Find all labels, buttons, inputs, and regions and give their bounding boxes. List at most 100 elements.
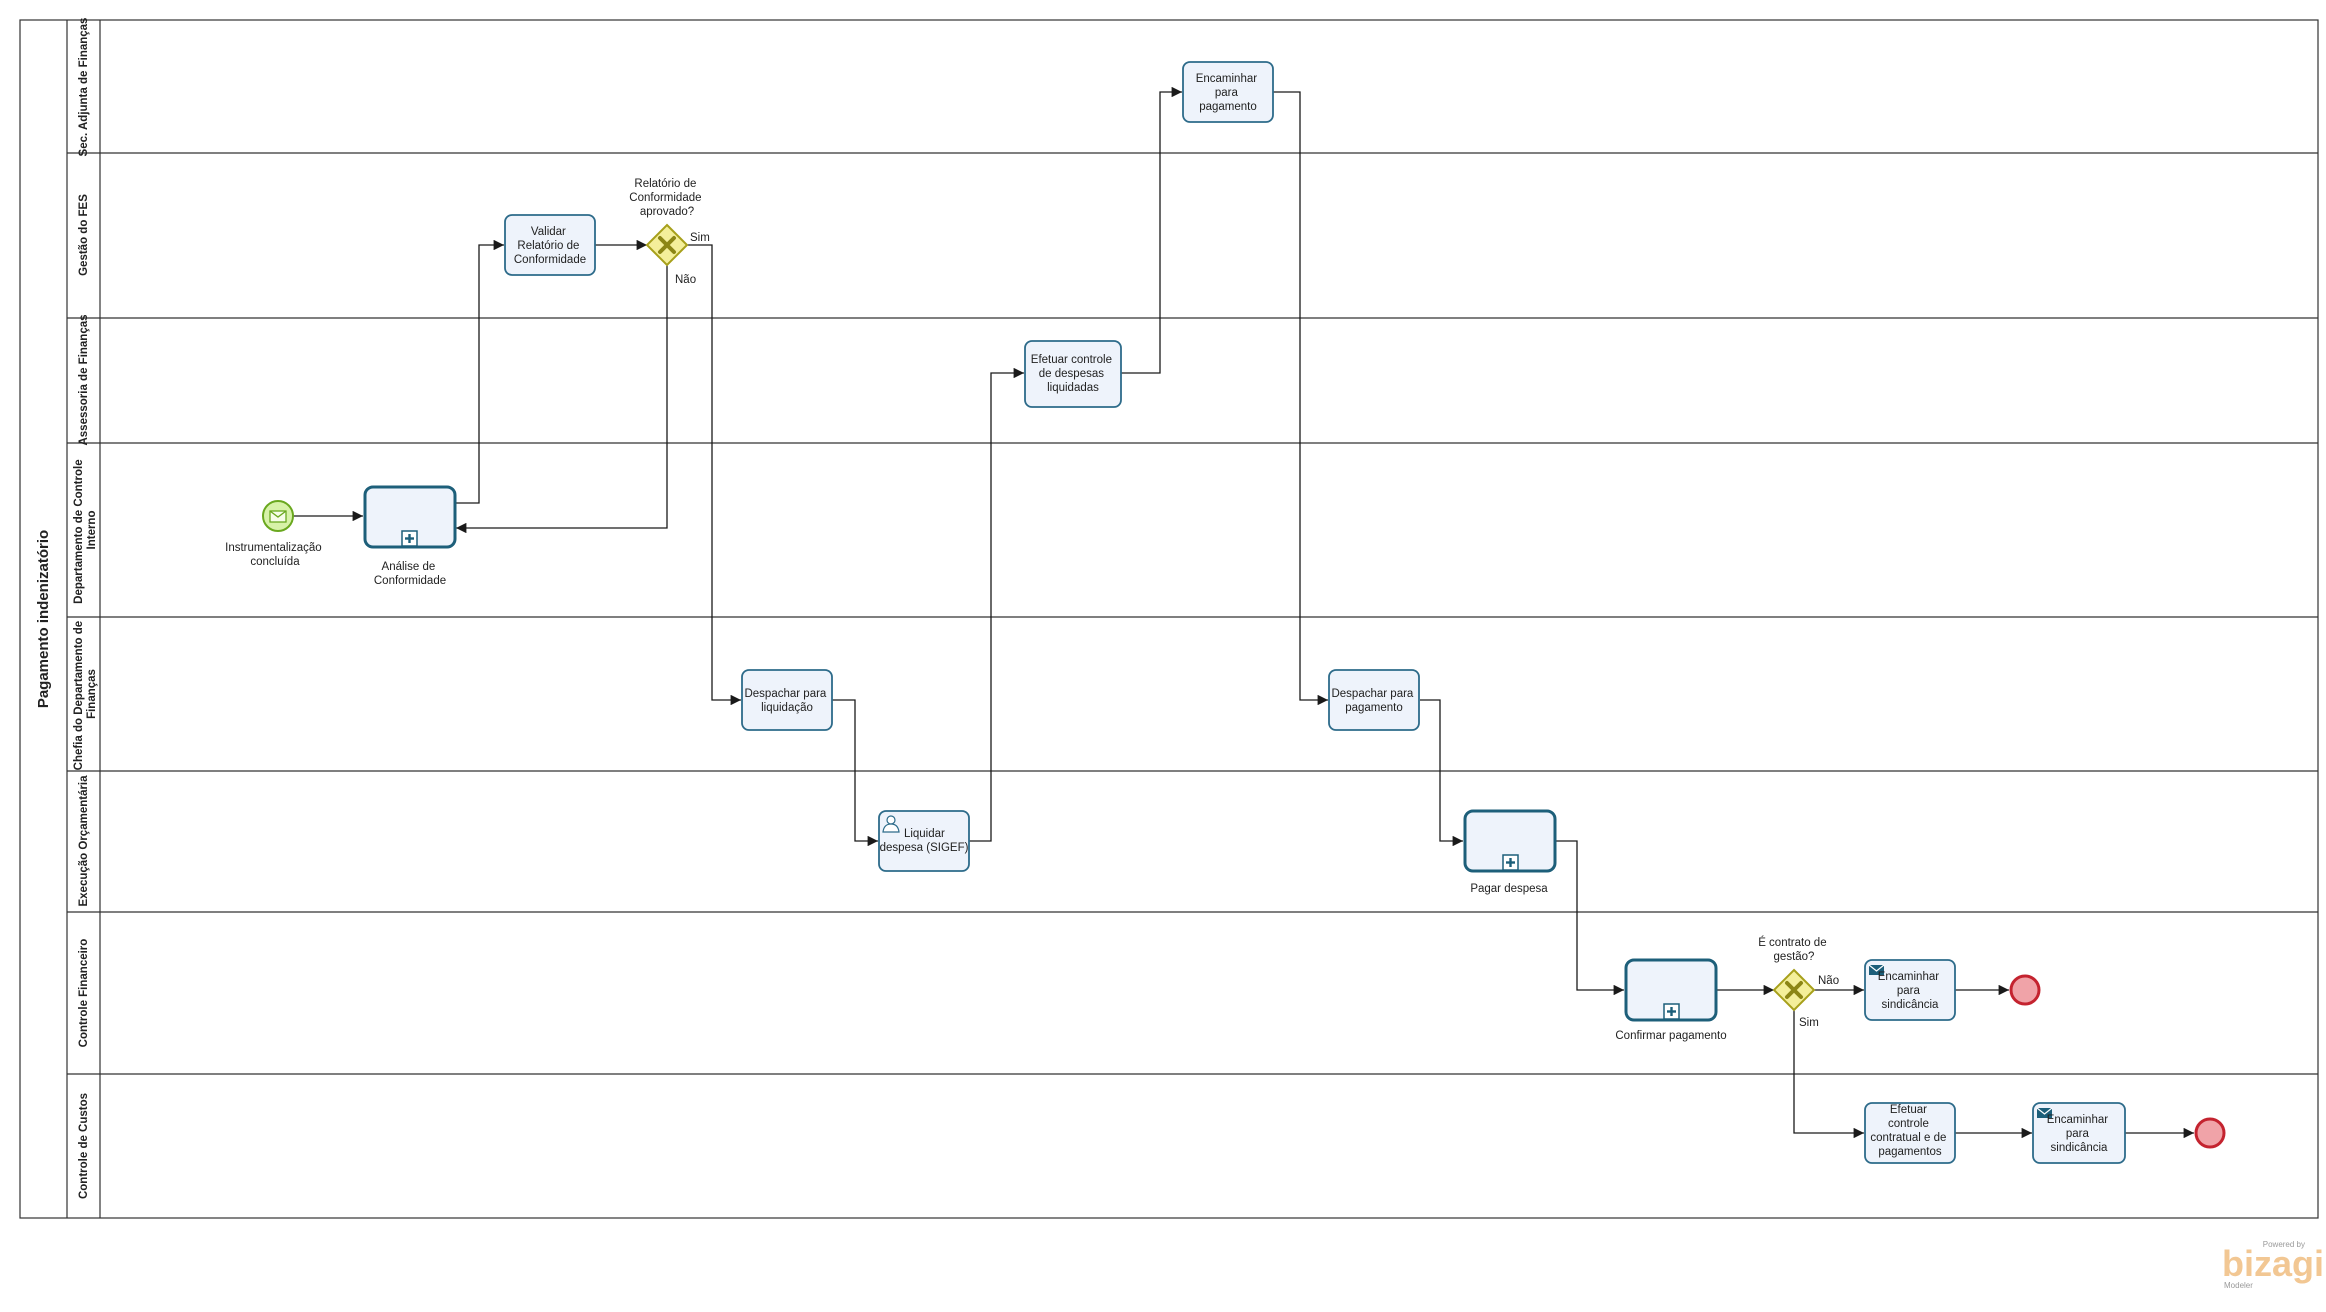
despachar-liq-label: Despachar para liquidação [744, 688, 829, 714]
task-despachar-liquidacao[interactable]: Despachar para liquidação [741, 669, 833, 731]
efetuar-contratual-label-l2: controle [1888, 1118, 1929, 1130]
despachar-liq-label-l1: Despachar para [744, 688, 826, 700]
subprocess-confirmar-pagamento[interactable] [1624, 958, 1718, 1022]
encaminhar-sind1-label: Encaminhar para sindicância [1878, 971, 1943, 1011]
task-efetuar-controle-contratual[interactable]: Efetuar controle contratual e de pagamen… [1864, 1102, 1956, 1164]
encaminhar-pag-label: Encaminhar para pagamento [1196, 73, 1261, 113]
lane-title-controle-financeiro: Controle Financeiro [78, 939, 90, 1048]
expand-icon [1502, 854, 1519, 871]
start-event[interactable] [262, 500, 294, 532]
flow-encaminhar-desp-pag [1273, 91, 1328, 706]
efetuar-contratual-label: Efetuar controle contratual e de pagamen… [1870, 1104, 1949, 1158]
despachar-pag-label-l2: pagamento [1345, 702, 1403, 714]
efetuar-contratual-label-l3: contratual e de [1870, 1132, 1946, 1144]
liquidar-label-l1: Liquidar [904, 828, 945, 840]
lane-title-gestao-fes: Gestão do FES [78, 194, 90, 276]
lane-title-chefia: Chefia do Departamento de Finanças [73, 618, 98, 771]
flow-efetuar-encaminhar [1120, 86, 1182, 374]
gateway-relatorio-aprovado[interactable] [645, 223, 689, 267]
end-event-2[interactable] [2194, 1117, 2226, 1149]
gateway-1-question: Relatório de Conformidade aprovado? [629, 178, 704, 218]
send-message-icon [2036, 1107, 2053, 1118]
task-efetuar-controle-despesas[interactable]: Efetuar controle de despesas liquidadas [1024, 340, 1122, 408]
gateway-1-question-l1: Relatório de [634, 178, 696, 190]
lane-title-controle-interno-l2: Interno [86, 511, 98, 550]
lane-title-assessoria: Assessoria de Finanças [78, 314, 90, 445]
encaminhar-sind2-label-l1: Encaminhar [2047, 1114, 2109, 1126]
efetuar-controle-label-l1: Efetuar controle [1031, 354, 1112, 366]
bizagi-logo: Powered by bizagi Modeler [2222, 1240, 2324, 1290]
exclusive-x-icon [1785, 981, 1803, 999]
gateway-2-question-l2: gestão? [1774, 951, 1815, 963]
subprocess-analise-conformidade[interactable] [363, 485, 457, 549]
encaminhar-sind2-label: Encaminhar para sindicância [2047, 1114, 2112, 1154]
encaminhar-sind1-label-l1: Encaminhar [1878, 971, 1940, 983]
lane-title-execucao: Execução Orçamentária [78, 775, 90, 907]
pagar-label: Pagar despesa [1470, 883, 1548, 895]
flow-pagar-confirmar [1555, 840, 1624, 996]
encaminhar-pag-label-l1: Encaminhar [1196, 73, 1258, 85]
lane-title-controle-interno: Departamento de Controle Interno [73, 456, 98, 604]
brand-name: bizagi [2222, 1243, 2324, 1284]
gateway-2-yes-label: Sim [1799, 1017, 1819, 1029]
gateway-1-question-l2: Conformidade [629, 192, 701, 204]
start-event-label-l1: Instrumentalização [225, 542, 322, 554]
task-validar-relatorio[interactable]: Validar Relatório de Conformidade [504, 214, 596, 276]
pool-title: Pagamento indenizatório [35, 530, 52, 708]
start-event-label: Instrumentalização concluída [225, 542, 325, 568]
lane-title-controle-custos: Controle de Custos [78, 1093, 90, 1199]
send-message-icon [1868, 964, 1885, 975]
sequence-flows [293, 86, 2194, 1139]
validar-label-l2: Relatório de [517, 240, 579, 252]
encaminhar-pag-label-l3: pagamento [1199, 101, 1257, 113]
gateway-1-no-label: Não [675, 274, 696, 286]
analise-label-l2: Conformidade [374, 575, 446, 587]
validar-label-l3: Conformidade [514, 254, 586, 266]
brand-powered: Powered by [2263, 1240, 2305, 1249]
analise-label: Análise de Conformidade [374, 561, 446, 587]
expand-icon [1663, 1003, 1680, 1020]
efetuar-controle-label: Efetuar controle de despesas liquidadas [1031, 354, 1115, 394]
efetuar-contratual-label-l4: pagamentos [1878, 1146, 1942, 1158]
flow-desp-liq-liquidar [832, 699, 878, 847]
gateway-2-no-label: Não [1818, 975, 1839, 987]
analise-label-l1: Análise de [382, 561, 436, 573]
encaminhar-sind2-label-l3: sindicância [2051, 1142, 2108, 1154]
gateway-1-yes-label: Sim [690, 232, 710, 244]
subprocess-pagar-despesa[interactable] [1463, 809, 1557, 873]
task-encaminhar-pagamento[interactable]: Encaminhar para pagamento [1182, 61, 1274, 123]
lane-title-controle-interno-l1: Departamento de Controle [73, 459, 85, 603]
flow-g1-nao [456, 265, 668, 534]
liquidar-label: Liquidar despesa (SIGEF) [880, 828, 969, 854]
start-event-label-l2: concluída [250, 556, 300, 568]
flow-desp-pag-pagar [1420, 699, 1463, 847]
exclusive-x-icon [658, 236, 676, 254]
validar-label: Validar Relatório de Conformidade [514, 226, 586, 266]
gateway-contrato-gestao[interactable] [1772, 968, 1816, 1012]
lanes: Sec. Adjunta de Finanças Gestão do FES A… [67, 18, 2318, 1199]
liquidar-label-l2: despesa (SIGEF) [880, 842, 969, 854]
flow-g1-sim [687, 244, 741, 706]
encaminhar-pag-label-l2: para [1215, 87, 1239, 99]
expand-icon [401, 530, 418, 547]
despachar-liq-label-l2: liquidação [761, 702, 813, 714]
gateway-1-question-l3: aprovado? [640, 206, 694, 218]
lane-title-chefia-l1: Chefia do Departamento de [73, 621, 85, 771]
end-event-1[interactable] [2009, 974, 2041, 1006]
despachar-pag-label: Despachar para pagamento [1331, 688, 1416, 714]
envelope-icon [269, 510, 287, 523]
gateway-2-question-l1: É contrato de [1758, 936, 1826, 949]
task-encaminhar-sindicancia-1[interactable]: Encaminhar para sindicância [1864, 959, 1956, 1021]
efetuar-controle-label-l2: de despesas [1039, 368, 1104, 380]
validar-label-l1: Validar [531, 226, 566, 238]
efetuar-controle-label-l3: liquidadas [1047, 382, 1099, 394]
lane-title-sec-adjunta: Sec. Adjunta de Finanças [78, 18, 90, 157]
despachar-pag-label-l1: Despachar para [1331, 688, 1413, 700]
task-liquidar-despesa[interactable]: Liquidar despesa (SIGEF) [878, 810, 970, 872]
flow-analise-validar [455, 239, 504, 504]
encaminhar-sind2-label-l2: para [2066, 1128, 2090, 1140]
flow-liquidar-efetuar [969, 367, 1024, 842]
task-encaminhar-sindicancia-2[interactable]: Encaminhar para sindicância [2032, 1102, 2126, 1164]
encaminhar-sind1-label-l3: sindicância [1882, 999, 1939, 1011]
task-despachar-pagamento[interactable]: Despachar para pagamento [1328, 669, 1420, 731]
